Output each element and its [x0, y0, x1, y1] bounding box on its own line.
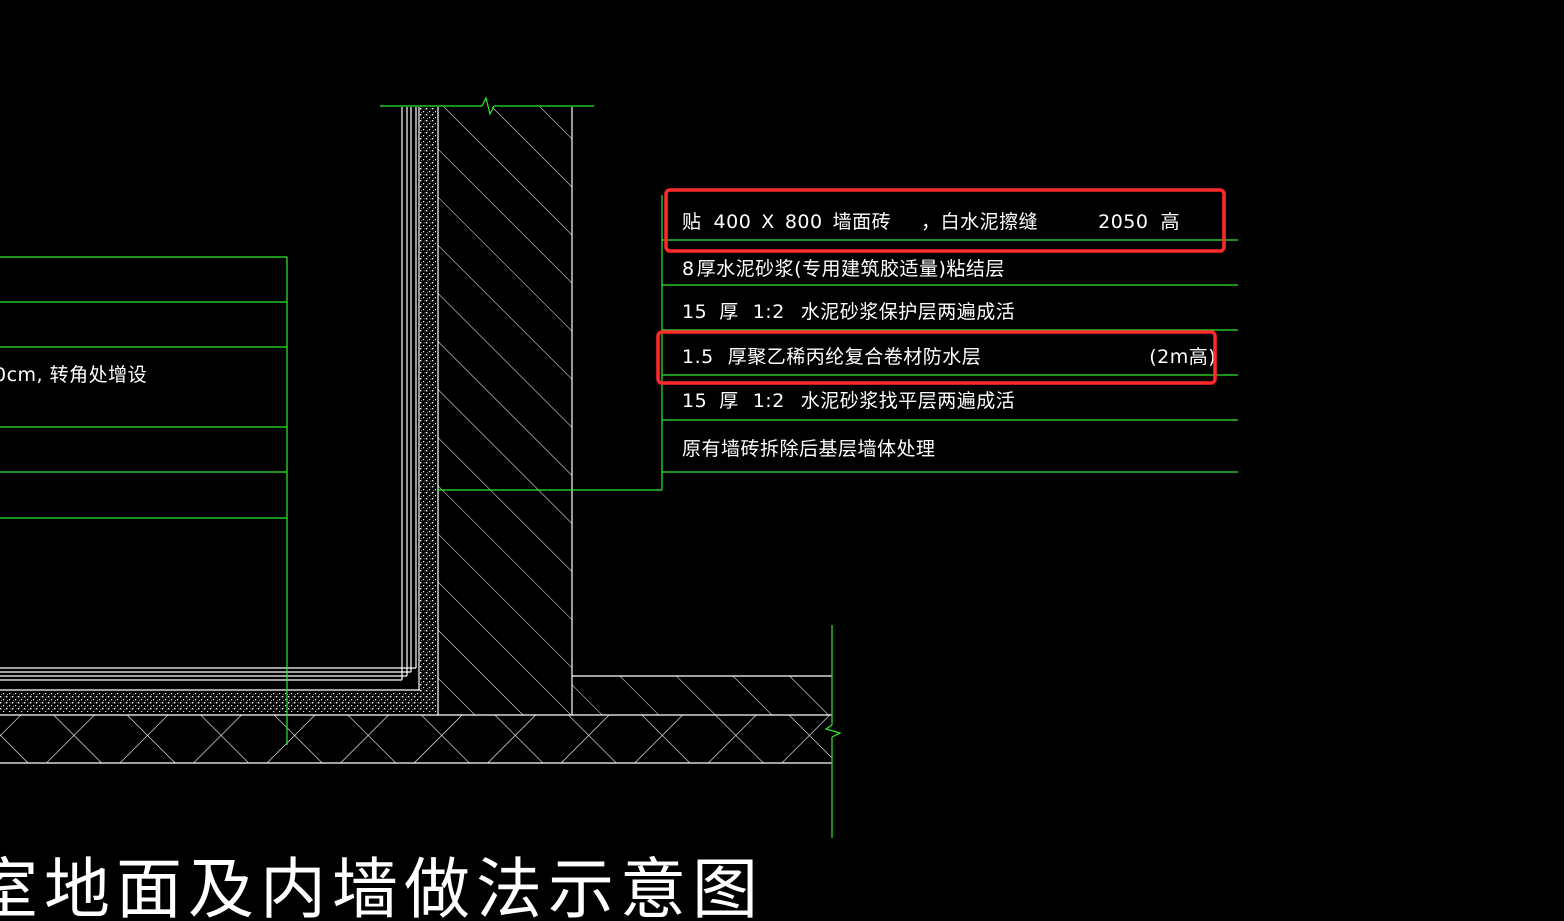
wall-hatch-area: [438, 107, 572, 715]
mortar-layer-horizontal: [0, 692, 436, 712]
exterior-fill-hatch: [572, 676, 832, 715]
wall-break-mark: [481, 96, 495, 116]
structural-slab-hatch: [0, 715, 832, 763]
callout-lines: [0, 96, 1238, 838]
wall-section: [401, 107, 573, 715]
floor-section: [0, 667, 832, 764]
slab-break-mark: [824, 724, 842, 738]
mortar-layer-vertical: [420, 107, 436, 697]
drawing-title: 室地面及内墙做法示意图: [0, 851, 764, 921]
highlight-box-tile-layer: [664, 188, 1226, 253]
highlight-box-waterproof-layer: [656, 330, 1217, 385]
layer-row-base: 原有墙砖拆除后基层墙体处理: [682, 438, 936, 460]
floor-note-fragment: 0cm, 转角处增设: [0, 364, 147, 386]
